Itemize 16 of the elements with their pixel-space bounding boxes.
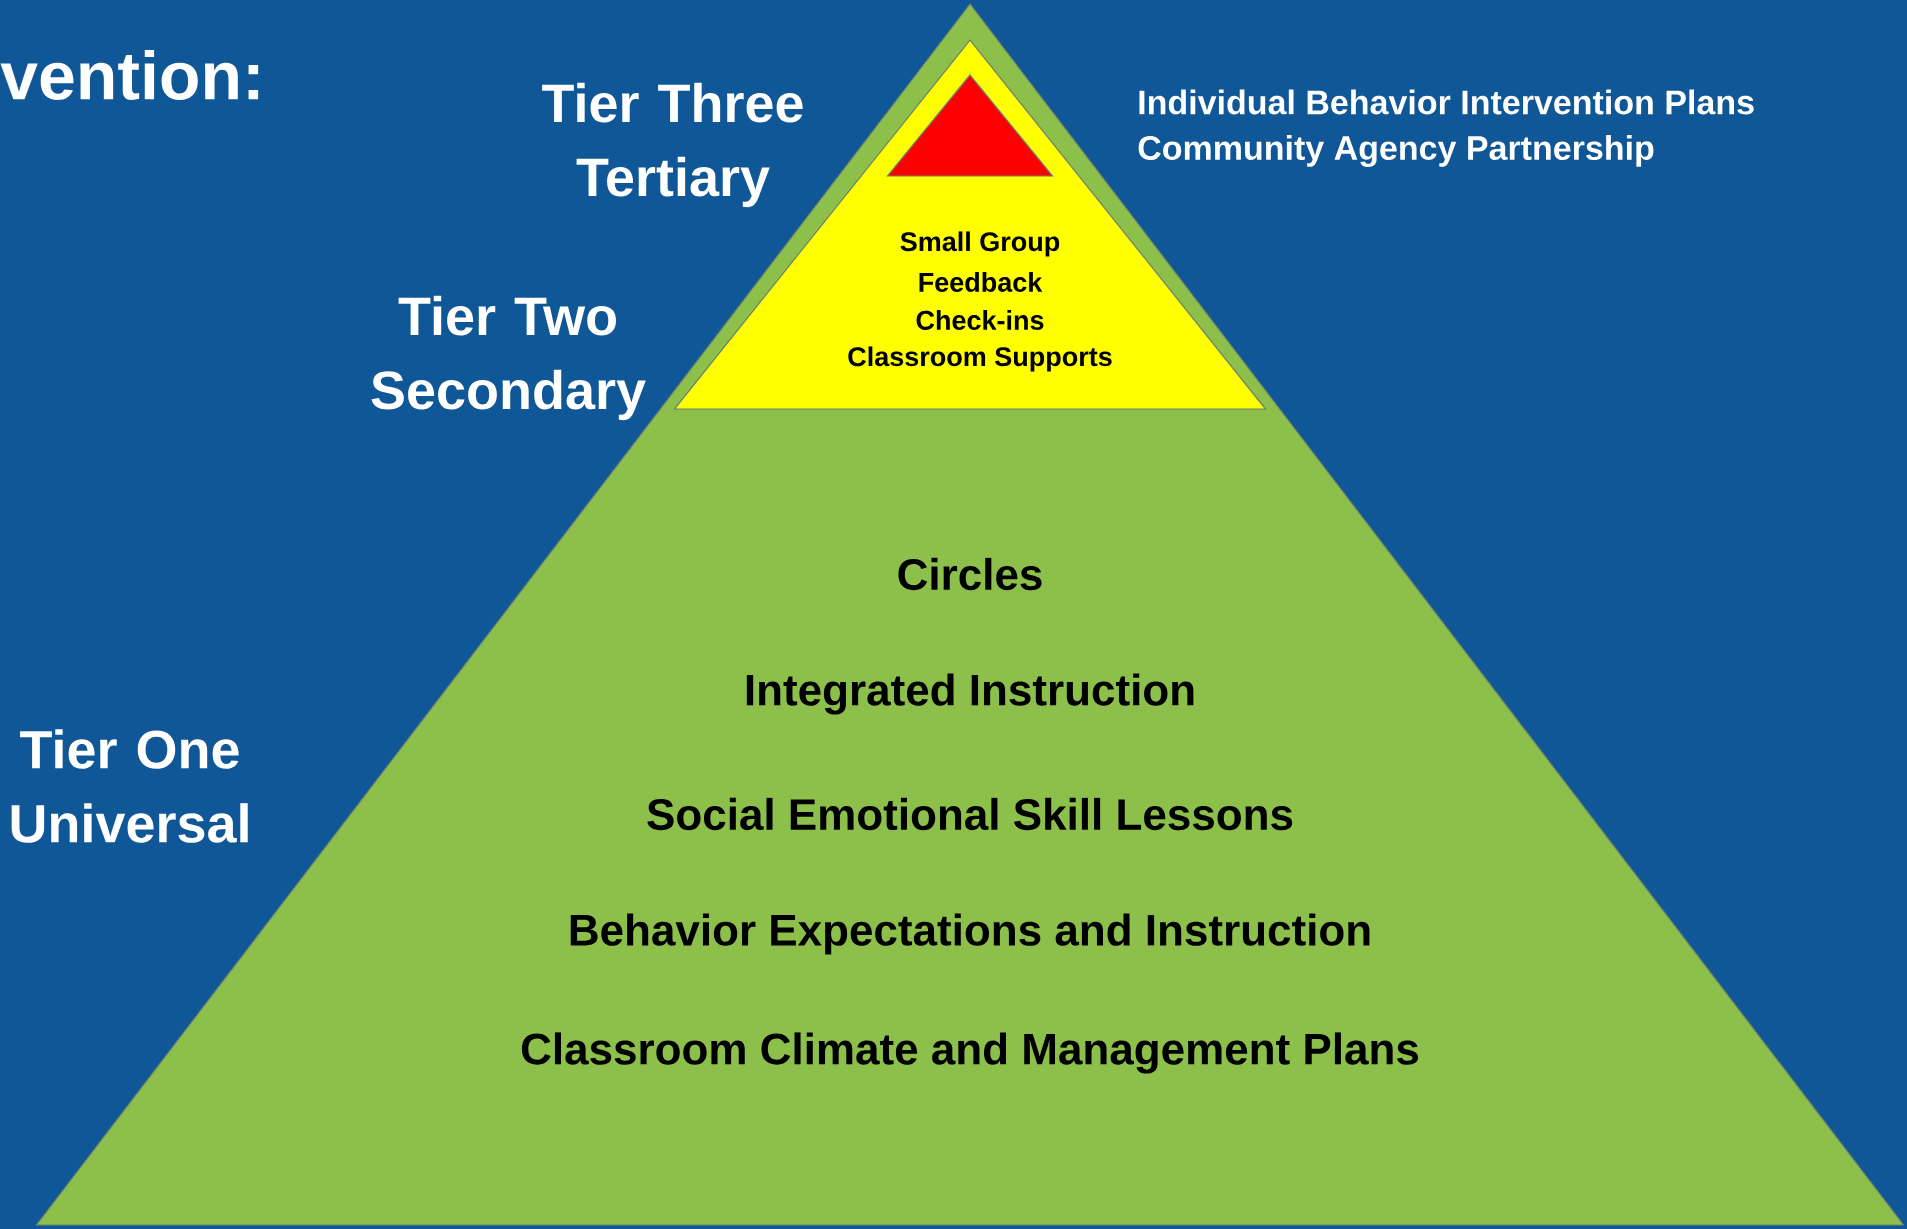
tier-description: Individual Behavior Intervention Plans bbox=[1139, 89, 1754, 115]
tier-item: Classroom Climate and Management Plans bbox=[521, 1032, 1419, 1074]
tier-item: Behavior Expectations and Instruction bbox=[570, 913, 1370, 955]
tier-label: Tier One Universal bbox=[11, 729, 248, 843]
tier-label: Tier Two Secondary bbox=[371, 295, 646, 421]
tier-item: Feedback bbox=[919, 272, 1043, 292]
tier-item: Classroom Supports bbox=[848, 346, 1112, 372]
tier-item: Integrated Instruction bbox=[746, 673, 1194, 715]
tier-item: Circles bbox=[898, 557, 1042, 591]
heading: vention: bbox=[0, 50, 259, 100]
tier-description: Community Agency Partnership bbox=[1138, 135, 1654, 167]
tier-item: Check-ins bbox=[916, 310, 1044, 330]
pyramid-tip bbox=[886, 74, 1054, 177]
tier-item: Social Emotional Skill Lessons bbox=[647, 797, 1293, 831]
tier-label: Tier Three Tertiary bbox=[542, 82, 803, 208]
tier-item: Small Group bbox=[900, 231, 1060, 257]
